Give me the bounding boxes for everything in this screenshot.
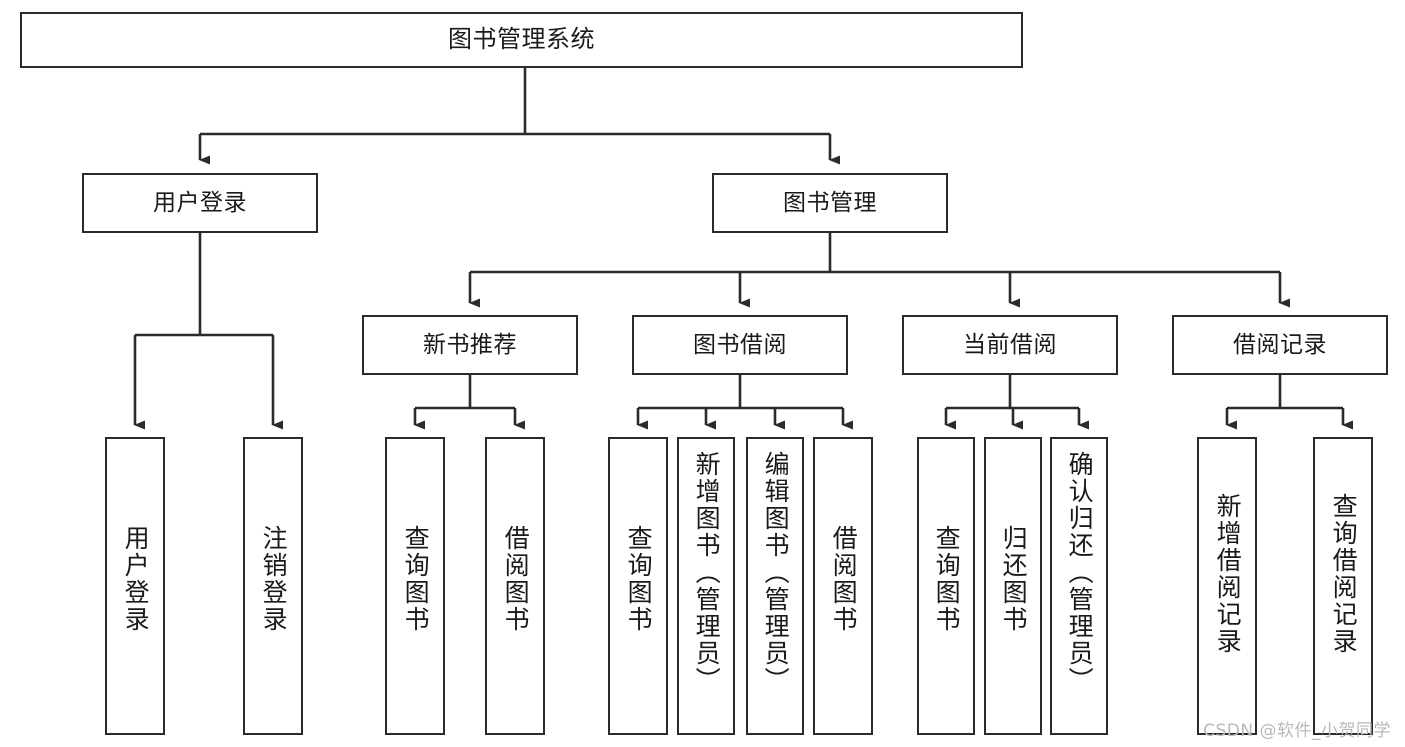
node-label: 新增借阅记录	[1213, 493, 1243, 655]
node-leaf-user-login[interactable]: 用户登录	[105, 437, 165, 735]
node-label: 图书借阅	[693, 331, 787, 358]
node-label: 编辑图书（管理员）	[761, 451, 791, 694]
node-user-login[interactable]: 用户登录	[82, 173, 318, 233]
node-label: 图书管理	[783, 189, 877, 216]
node-label: 查询图书	[624, 525, 654, 633]
node-label: 图书管理系统	[448, 25, 595, 54]
watermark-text: CSDN @软件_小贺同学	[1203, 721, 1391, 741]
node-label: 用户登录	[121, 525, 151, 633]
node-label: 注销登录	[259, 525, 289, 633]
node-label: 查询图书	[932, 525, 962, 633]
node-borrow-record[interactable]: 借阅记录	[1172, 315, 1388, 375]
node-leaf-return-book[interactable]: 归还图书	[984, 437, 1042, 735]
node-leaf-query-borrow-record[interactable]: 查询借阅记录	[1313, 437, 1373, 735]
node-label: 归还图书	[999, 525, 1029, 633]
node-leaf-add-borrow-record[interactable]: 新增借阅记录	[1197, 437, 1257, 735]
node-leaf-query-book-1[interactable]: 查询图书	[385, 437, 445, 735]
node-label: 新书推荐	[423, 331, 517, 358]
node-leaf-borrow-book-2[interactable]: 借阅图书	[813, 437, 873, 735]
node-root-system[interactable]: 图书管理系统	[20, 12, 1023, 68]
node-book-borrow[interactable]: 图书借阅	[632, 315, 848, 375]
node-label: 用户登录	[153, 189, 247, 216]
node-label: 新增图书（管理员）	[692, 451, 722, 694]
node-new-book-recommend[interactable]: 新书推荐	[362, 315, 578, 375]
node-leaf-query-book-3[interactable]: 查询图书	[917, 437, 975, 735]
node-leaf-borrow-book-1[interactable]: 借阅图书	[485, 437, 545, 735]
node-label: 借阅图书	[829, 525, 859, 633]
node-leaf-add-book-admin[interactable]: 新增图书（管理员）	[677, 437, 735, 735]
node-leaf-edit-book-admin[interactable]: 编辑图书（管理员）	[746, 437, 804, 735]
node-book-management[interactable]: 图书管理	[712, 173, 948, 233]
node-current-borrow[interactable]: 当前借阅	[902, 315, 1118, 375]
node-leaf-confirm-return[interactable]: 确认归还（管理员）	[1050, 437, 1108, 735]
node-label: 确认归还（管理员）	[1065, 451, 1095, 694]
node-leaf-query-book-2[interactable]: 查询图书	[608, 437, 668, 735]
node-leaf-logout[interactable]: 注销登录	[243, 437, 303, 735]
node-label: 借阅记录	[1233, 331, 1327, 358]
node-label: 查询借阅记录	[1329, 493, 1359, 655]
node-label: 借阅图书	[501, 525, 531, 633]
node-label: 查询图书	[401, 525, 431, 633]
node-label: 当前借阅	[963, 331, 1057, 358]
